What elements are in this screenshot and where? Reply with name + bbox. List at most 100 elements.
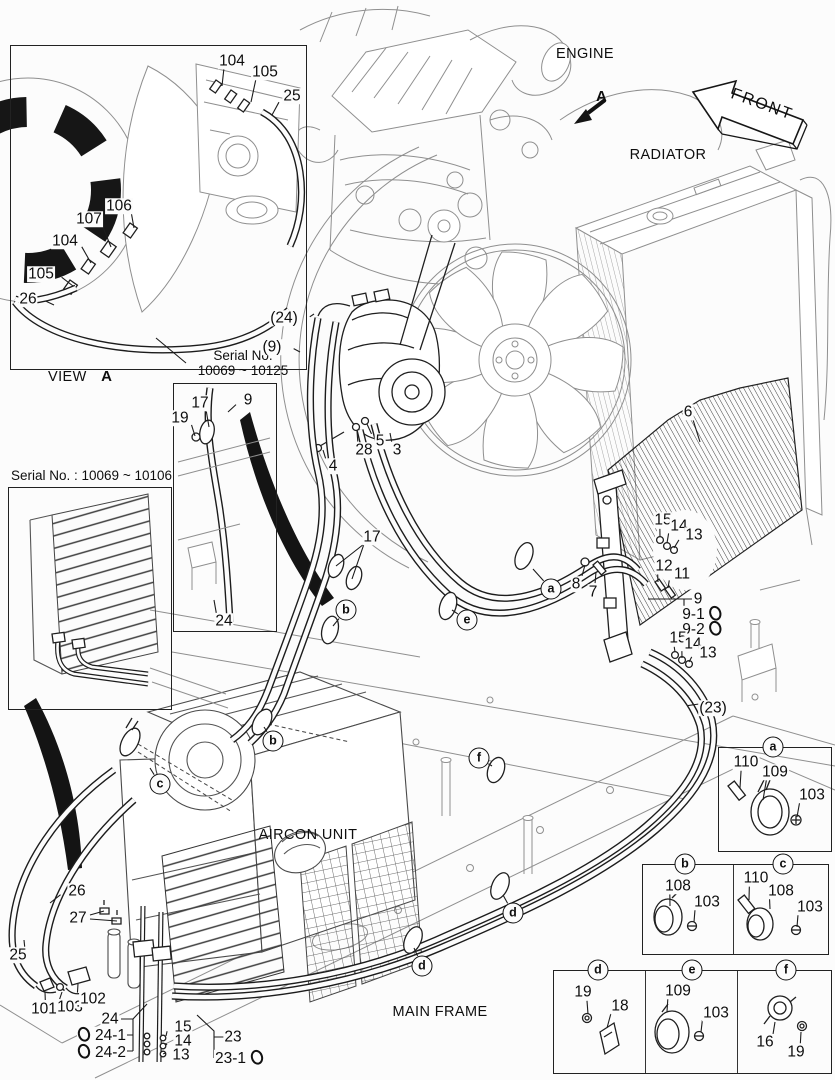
part-number-callout: 104 [218,52,246,70]
fan-shroud-shadow [240,412,334,606]
compressor-art [313,234,456,453]
part-number-callout: 9-2 [681,619,724,638]
part-number-callout: 7 [587,583,599,601]
direction-a-arrow [574,98,607,124]
part-number-callout: 25 [282,87,302,105]
part-number-callout: 105 [251,63,279,81]
part-number-callout: 15 [653,511,673,529]
part-number-callout: 23-1 [213,1048,266,1067]
front-label: FRONT [728,85,796,124]
part-number-callout: 109 [664,982,692,1000]
radiator-label: RADIATOR [629,147,707,163]
circled-letter-marker: d [587,959,609,981]
o-ring-symbol [75,1042,93,1061]
part-number-callout: 103 [56,998,84,1016]
part-number-callout: 9-1 [681,604,724,623]
part-number-callout: 19 [786,1043,806,1061]
engine-label: ENGINE [556,46,614,62]
part-number-callout: 14 [683,635,703,653]
part-number-callout: 101 [30,1000,58,1018]
circled-letter-marker: e [456,609,478,631]
o-ring-symbol [707,619,724,638]
part-number-callout: 8 [570,575,582,593]
circled-letter-marker: b [674,853,696,875]
part-number-callout: 14 [669,517,689,535]
part-number-callout: 24-1 [75,1025,128,1044]
part-number-callout: 17 [190,394,210,412]
part-number-callout: 23 [223,1028,243,1046]
aircon-unit-art [107,671,423,1003]
part-number-callout: 5 [374,432,386,450]
part-number-callout: 13 [684,526,704,544]
blower-shadow [24,698,82,870]
part-number-callout: 108 [767,882,795,900]
part-number-callout: 6 [682,403,694,421]
part-number-callout: 25 [8,946,28,964]
part-number-callout: 17 [362,528,382,546]
part-number-callout: 15 [173,1018,193,1036]
part-number-callout: 110 [742,869,770,887]
static-leaders [89,337,692,1059]
detail-box-bc [642,864,829,955]
part-number-callout: (23) [698,699,728,717]
serial-left-inset-art [29,493,159,687]
circled-letter-marker: a [762,736,784,758]
part-number-callout: (24) [269,309,299,327]
serial-upper-inset-box [173,383,277,632]
view-a-inset-box [10,45,307,370]
view-a-inset-art [0,63,302,350]
front-arrow [691,79,808,150]
part-number-callout: 108 [664,877,692,895]
part-number-callout: 3 [391,441,403,459]
part-number-callout: 12 [654,557,674,575]
circled-letter-marker: b [335,599,357,621]
serial-left-caption: Serial No. : 10069 ~ 10106 [11,468,172,483]
part-number-callout: 105 [27,265,55,283]
part-number-callout: 15 [668,629,688,647]
serial-upper-caption: Serial No. 10069 ~ 10125 [197,348,289,378]
hoses [12,318,714,1062]
circled-letter-marker: c [149,773,171,795]
part-number-callout: 9 [692,590,704,608]
part-number-callout: 110 [732,753,760,771]
part-number-callout: (9) [261,338,283,356]
part-number-callout: 107 [75,210,103,228]
detail-box-def-divider1 [645,971,646,1073]
circled-letter-marker: e [681,959,703,981]
part-number-callout: 4 [327,457,339,475]
part-number-callout: 103 [693,893,721,911]
part-number-callout: 109 [761,763,789,781]
serial-left-inset-box [8,487,172,710]
direction-a-label: A [596,88,608,105]
part-number-callout: 103 [798,786,826,804]
view-a-caption: VIEW A [48,368,112,385]
circled-letter-marker: f [775,959,797,981]
part-number-callout: 13 [171,1046,191,1064]
detail-box-bc-divider [733,865,734,954]
aircon-unit-label: AIRCON UNIT [258,827,358,843]
fan-art [280,146,632,569]
circled-letter-marker: f [468,747,490,769]
part-number-callout: 102 [79,990,107,1008]
part-number-callout: 26 [18,290,38,308]
view-letter: A [101,368,113,385]
part-number-callout: 19 [573,983,593,1001]
part-number-callout: 14 [173,1032,193,1050]
part-number-callout: 11 [672,565,692,583]
circled-letter-marker: a [540,578,562,600]
circled-letter-marker: d [411,955,433,977]
part-number-callout: 103 [702,1004,730,1022]
part-number-callout: 13 [698,644,718,662]
o-ring-symbol [707,604,724,623]
part-number-callout: 9 [242,391,254,409]
part-number-callout: 16 [755,1033,775,1051]
part-number-callout: 27 [68,909,88,927]
part-number-callout: 103 [796,898,824,916]
part-number-callout: 18 [610,997,630,1015]
circled-letter-marker: b [262,730,284,752]
o-ring-symbol [75,1025,93,1044]
view-word: VIEW [48,369,87,385]
